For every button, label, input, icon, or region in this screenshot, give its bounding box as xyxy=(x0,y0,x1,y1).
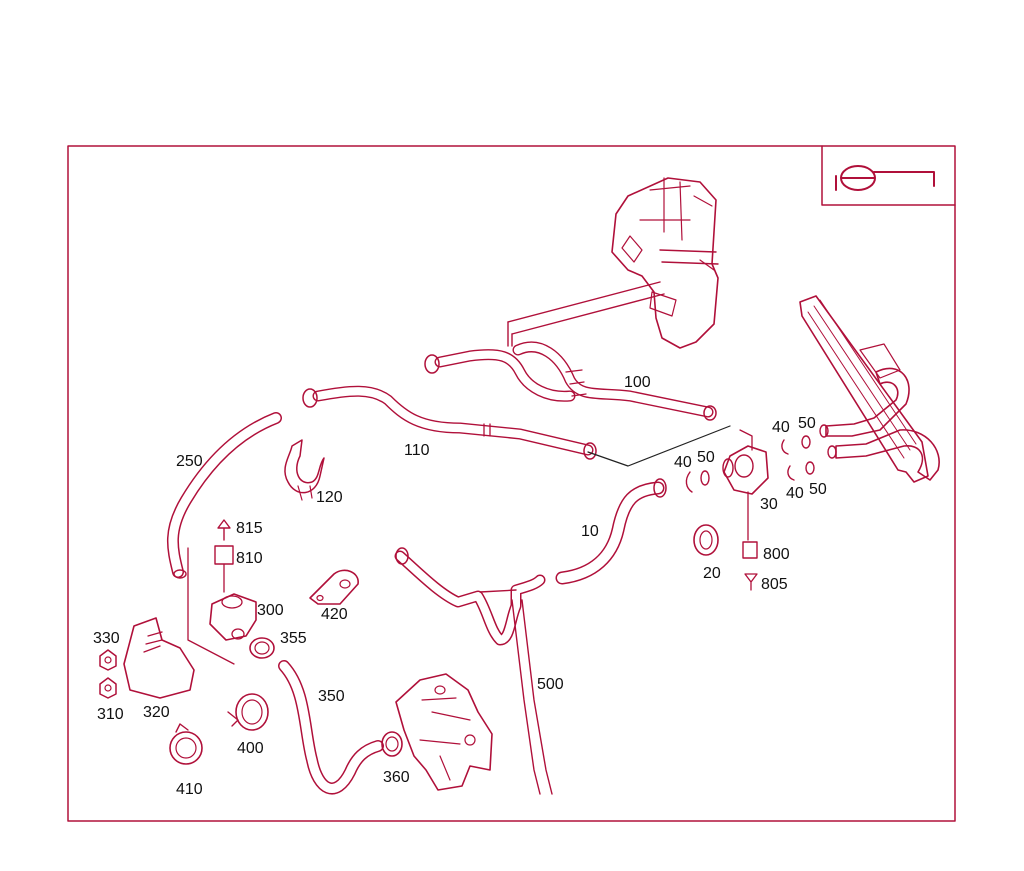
seal-rings xyxy=(685,435,815,493)
label-50c: 50 xyxy=(809,481,827,498)
clamp-410 xyxy=(169,723,203,765)
label-360: 360 xyxy=(383,769,410,786)
diagram-frame xyxy=(67,145,956,822)
clamp-355 xyxy=(249,637,275,659)
label-50a: 50 xyxy=(697,449,715,466)
label-350: 350 xyxy=(318,688,345,705)
label-50b: 50 xyxy=(798,415,816,432)
heater-core xyxy=(799,295,940,483)
label-310: 310 xyxy=(97,706,124,723)
label-330: 330 xyxy=(93,630,120,647)
leader-lines xyxy=(587,425,731,467)
label-30: 30 xyxy=(760,496,778,513)
clamp-360 xyxy=(381,731,403,757)
label-40b: 40 xyxy=(772,419,790,436)
label-250: 250 xyxy=(176,453,203,470)
clamp-400 xyxy=(227,693,269,731)
label-320: 320 xyxy=(143,704,170,721)
label-500: 500 xyxy=(537,676,564,693)
clamp-20 xyxy=(693,524,719,556)
pump-300 xyxy=(187,519,257,665)
part-labels: 10 20 30 40 50 40 50 40 50 100 110 120 2… xyxy=(93,374,827,798)
valve-30 xyxy=(722,429,769,591)
hose-350 xyxy=(278,660,384,795)
hose-250 xyxy=(166,412,282,579)
label-20: 20 xyxy=(703,565,721,582)
label-420: 420 xyxy=(321,606,348,623)
tank-lines xyxy=(507,249,719,347)
hose-10 xyxy=(555,478,667,585)
expansion-tank xyxy=(611,177,719,349)
label-120: 120 xyxy=(316,489,343,506)
nut-330 xyxy=(99,649,117,671)
nut-310 xyxy=(99,677,117,699)
label-800: 800 xyxy=(763,546,790,563)
label-355: 355 xyxy=(280,630,307,647)
label-810: 810 xyxy=(236,550,263,567)
label-410: 410 xyxy=(176,781,203,798)
label-40c: 40 xyxy=(786,485,804,502)
label-805: 805 xyxy=(761,576,788,593)
engine-view-icon xyxy=(821,145,956,206)
label-100: 100 xyxy=(624,374,651,391)
label-40a: 40 xyxy=(674,454,692,471)
hose-110 xyxy=(302,385,597,460)
hose-100 xyxy=(424,341,717,421)
label-10: 10 xyxy=(581,523,599,540)
hose-500 xyxy=(394,547,553,795)
bracket-320 xyxy=(123,617,195,699)
label-400: 400 xyxy=(237,740,264,757)
label-110: 110 xyxy=(404,442,430,459)
bracket-420 xyxy=(309,569,359,605)
water-pump-housing xyxy=(395,673,493,791)
label-815: 815 xyxy=(236,520,263,537)
label-300: 300 xyxy=(257,602,284,619)
clip-120 xyxy=(284,439,325,501)
